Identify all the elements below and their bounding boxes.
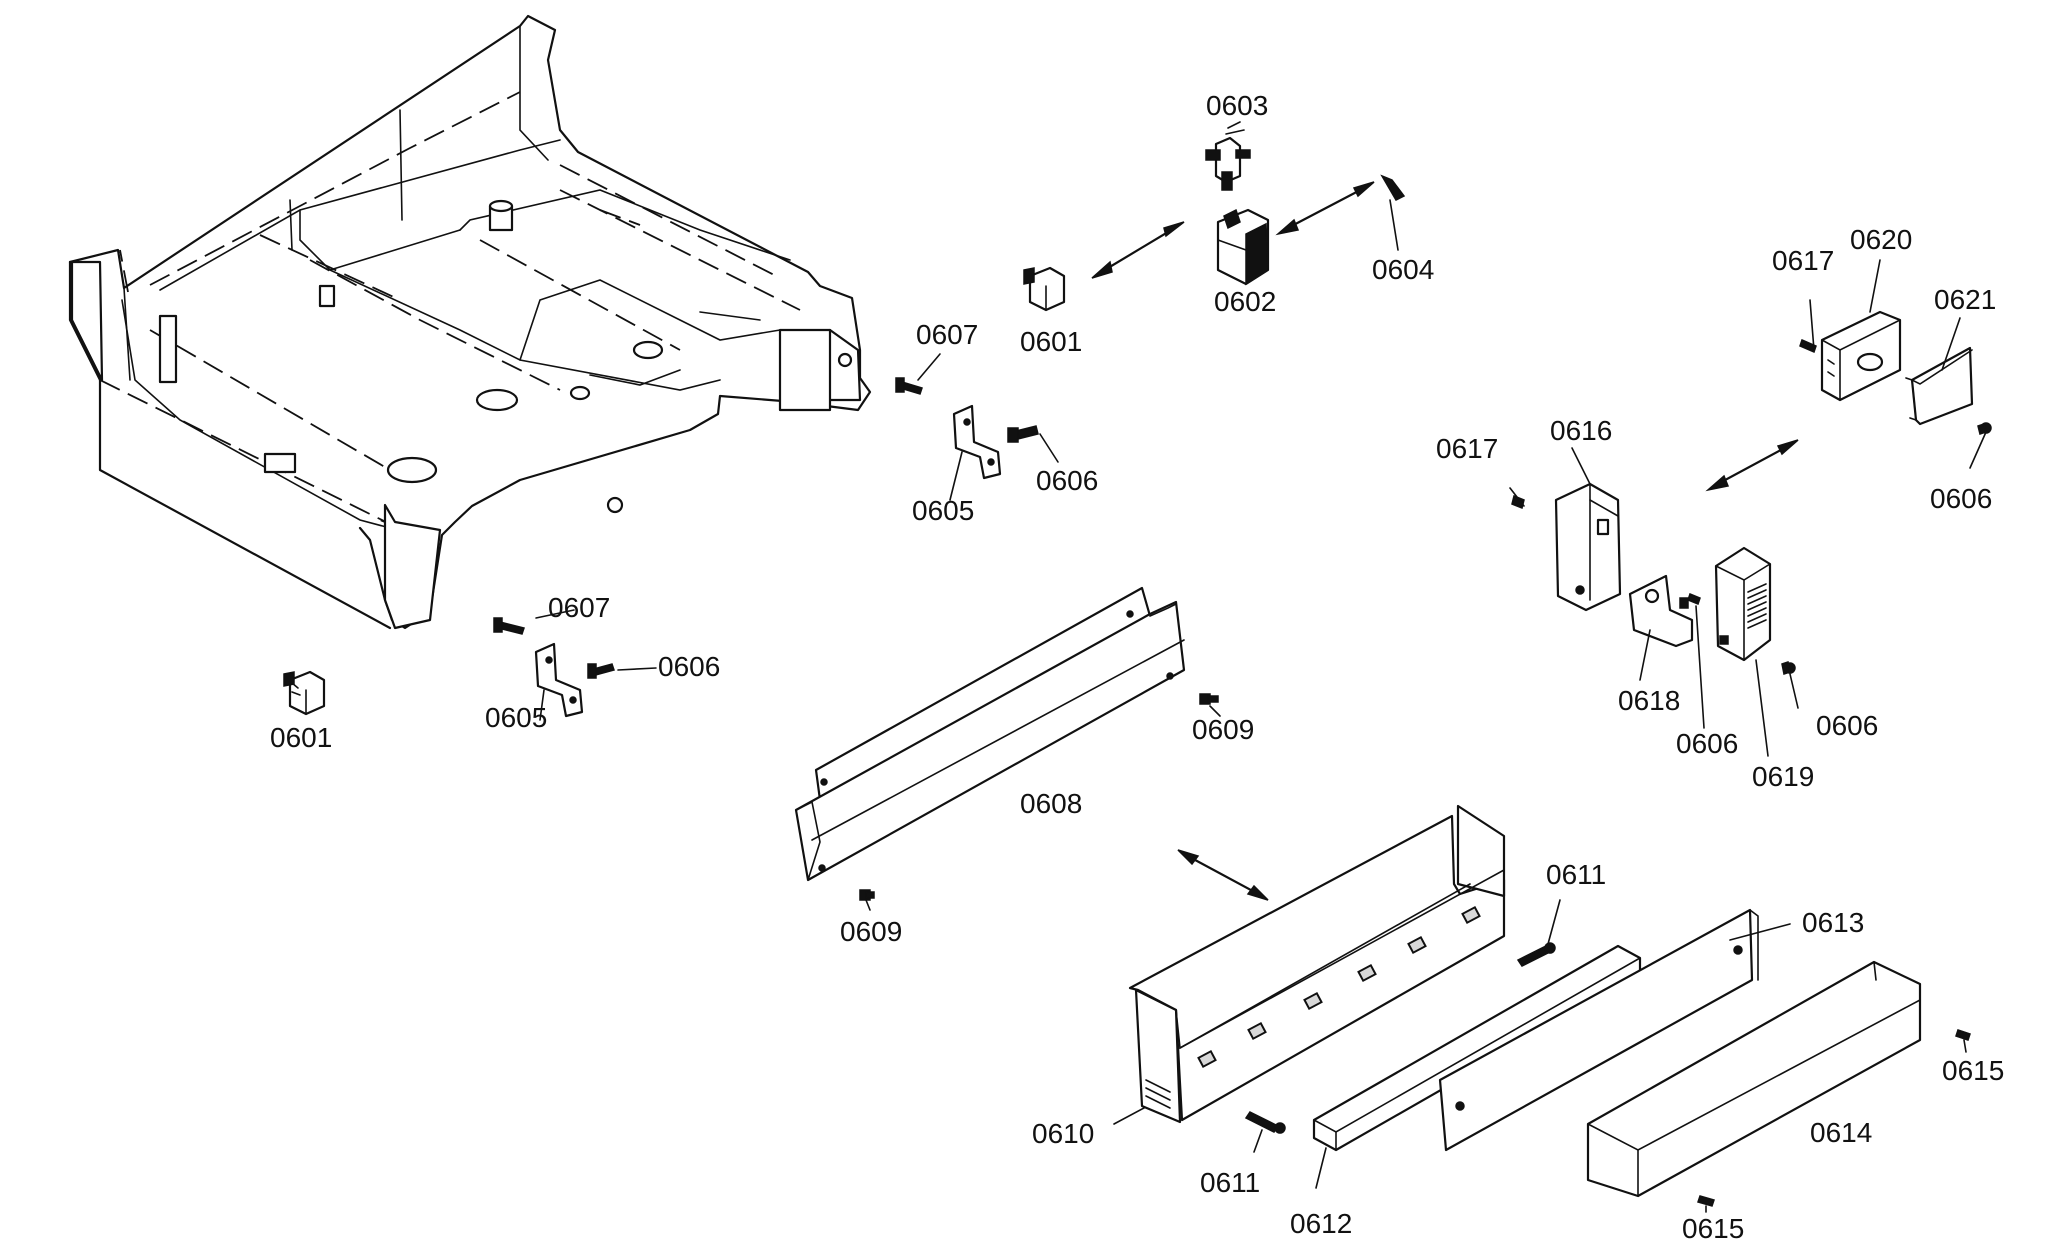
part-0616-bracket bbox=[1554, 482, 1622, 612]
label-0608: 0608 bbox=[1020, 788, 1082, 819]
screw-0604 bbox=[1380, 174, 1406, 201]
label-0619: 0619 bbox=[1752, 761, 1814, 792]
label-0607-lower: 0607 bbox=[548, 592, 610, 623]
base-tub-assembly bbox=[68, 14, 872, 630]
part-0602-switch bbox=[1216, 208, 1270, 286]
label-0620: 0620 bbox=[1850, 224, 1912, 255]
label-0606-mid: 0606 bbox=[1676, 728, 1738, 759]
label-0602: 0602 bbox=[1214, 286, 1276, 317]
arrow-0601-0602 bbox=[1091, 221, 1185, 279]
screw-0617-upper bbox=[1799, 338, 1817, 354]
arrow-0602-0604 bbox=[1275, 181, 1375, 236]
part-0613-cover bbox=[1438, 908, 1759, 1152]
part-0608-panel bbox=[794, 586, 1186, 882]
part-0603-switch-top bbox=[1205, 121, 1251, 191]
label-0616: 0616 bbox=[1550, 415, 1612, 446]
part-0601-clip-lower bbox=[283, 670, 326, 716]
arrow-0608-0610 bbox=[1177, 849, 1269, 901]
part-0618-bracket bbox=[1628, 574, 1694, 648]
label-0601-lower: 0601 bbox=[270, 722, 332, 753]
screw-0609-lower bbox=[859, 889, 875, 901]
screw-0609-upper bbox=[1199, 693, 1219, 705]
label-0613: 0613 bbox=[1802, 907, 1864, 938]
label-0606-upper: 0606 bbox=[1036, 465, 1098, 496]
label-0610: 0610 bbox=[1032, 1118, 1094, 1149]
part-0605-bracket-upper bbox=[952, 404, 1002, 480]
screw-0615-right bbox=[1955, 1029, 1971, 1041]
part-0601-clip-upper bbox=[1023, 266, 1066, 312]
label-0606-lower: 0606 bbox=[658, 651, 720, 682]
screw-0607-upper bbox=[895, 377, 923, 395]
leader-lines bbox=[535, 199, 1987, 1213]
label-0615-right: 0615 bbox=[1942, 1055, 2004, 1086]
label-0603: 0603 bbox=[1206, 90, 1268, 121]
part-0614-kickplate bbox=[1586, 960, 1922, 1198]
part-0620-housing bbox=[1820, 310, 1902, 402]
part-0610-chassis bbox=[1128, 804, 1506, 1124]
label-0605-lower: 0605 bbox=[485, 702, 547, 733]
label-0607-upper: 0607 bbox=[916, 319, 978, 350]
screw-0615-bottom bbox=[1697, 1195, 1715, 1207]
label-0604: 0604 bbox=[1372, 254, 1434, 285]
screw-0617-mid bbox=[1511, 494, 1525, 510]
label-0621: 0621 bbox=[1934, 284, 1996, 315]
part-0605-bracket-lower bbox=[534, 642, 584, 718]
label-0606-right-top: 0606 bbox=[1930, 483, 1992, 514]
part-0619-vent-cover bbox=[1714, 546, 1772, 662]
screw-0606-upper bbox=[1007, 425, 1039, 443]
label-0615-bottom: 0615 bbox=[1682, 1213, 1744, 1244]
part-labels: 0601 0605 0607 0606 0607 0601 0605 0606 … bbox=[270, 90, 2004, 1244]
label-0601-upper: 0601 bbox=[1020, 326, 1082, 357]
screw-0611-lower bbox=[1244, 1111, 1286, 1134]
vent-grille bbox=[1747, 583, 1767, 629]
screw-0611-upper bbox=[1516, 942, 1556, 967]
label-0617-mid: 0617 bbox=[1436, 433, 1498, 464]
part-0621-bracket bbox=[1905, 346, 1974, 426]
screw-0606-mid bbox=[1687, 593, 1701, 605]
label-0605-upper: 0605 bbox=[912, 495, 974, 526]
label-0617-upper: 0617 bbox=[1772, 245, 1834, 276]
arrow-0616-0620 bbox=[1705, 439, 1799, 492]
label-0606-right: 0606 bbox=[1816, 710, 1878, 741]
screw-0607-lower bbox=[493, 617, 525, 635]
label-0609-upper: 0609 bbox=[1192, 714, 1254, 745]
label-0611-upper: 0611 bbox=[1546, 859, 1606, 890]
screw-0606-right bbox=[1781, 661, 1796, 675]
label-0611-lower: 0611 bbox=[1200, 1167, 1260, 1198]
label-0609-lower: 0609 bbox=[840, 916, 902, 947]
label-0612: 0612 bbox=[1290, 1208, 1352, 1239]
chassis-slots bbox=[1197, 905, 1481, 1069]
label-0618: 0618 bbox=[1618, 685, 1680, 716]
arrows bbox=[1091, 181, 1799, 901]
label-0614: 0614 bbox=[1810, 1117, 1872, 1148]
screw-0606-lower bbox=[587, 663, 615, 679]
screw-0606-right-top bbox=[1977, 422, 1992, 435]
